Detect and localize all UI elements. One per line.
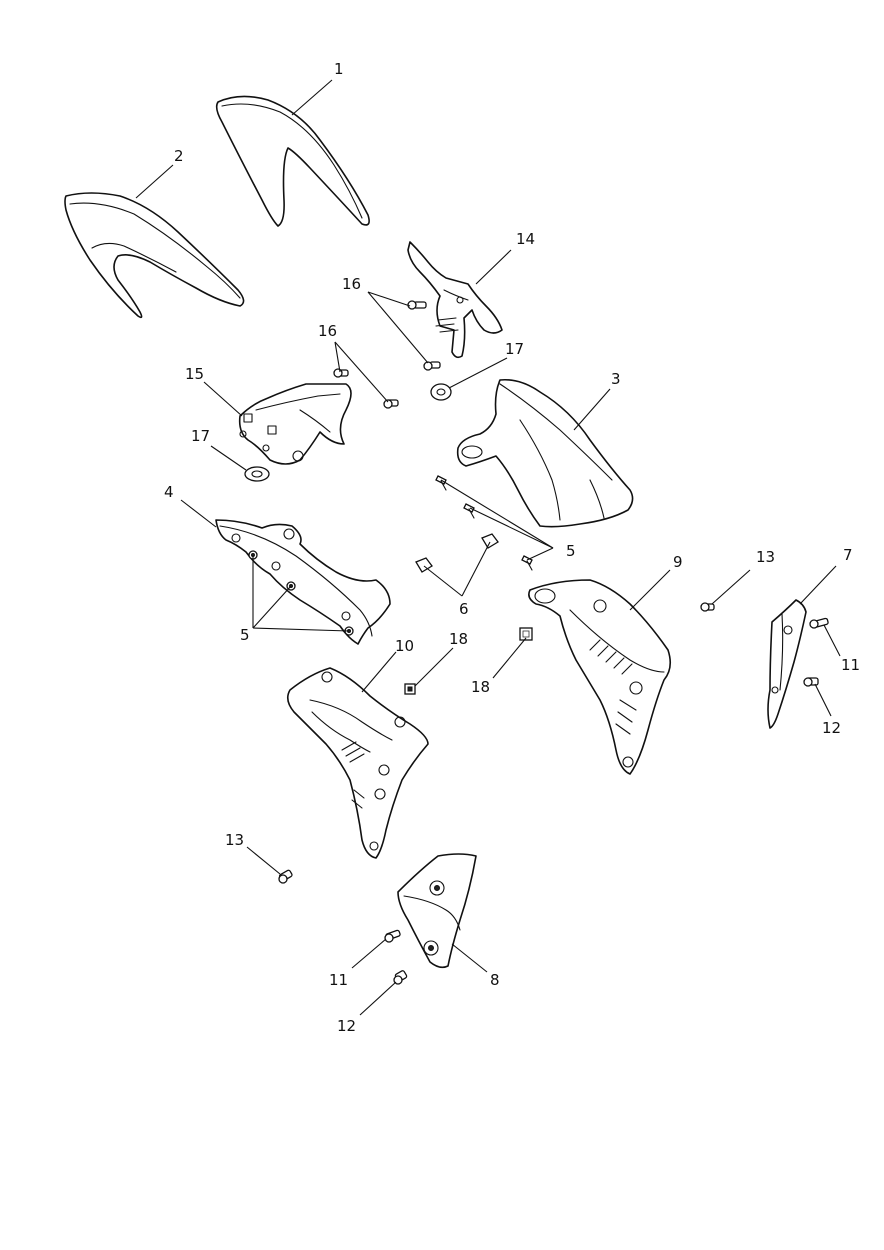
bolt-icon	[384, 929, 401, 943]
callout-12-left: 12	[337, 1017, 356, 1035]
screw-icon	[463, 503, 475, 519]
callout-1: 1	[334, 60, 344, 78]
clip-nut-icon	[404, 683, 416, 695]
callout-5-left: 5	[240, 626, 250, 644]
bolt-icon	[407, 300, 427, 310]
screw-icon	[700, 602, 715, 612]
callout-13-left: 13	[225, 831, 244, 849]
bolt-icon	[333, 368, 349, 378]
callout-12-right: 12	[822, 719, 841, 737]
part-8-bracket-plate	[397, 853, 477, 969]
callout-13-right: 13	[756, 548, 775, 566]
bolt-icon	[423, 361, 441, 371]
callout-2: 2	[174, 147, 184, 165]
callout-6: 6	[459, 600, 469, 618]
clip-nut-icon	[519, 627, 533, 641]
callout-15: 15	[185, 365, 204, 383]
part-18-clip-nuts	[404, 627, 533, 695]
part-14-mount-bracket	[407, 241, 503, 359]
callout-18-bottom: 18	[471, 678, 490, 696]
bolt-icon	[809, 617, 829, 629]
part-13-screws	[278, 602, 715, 884]
callout-11-right: 11	[841, 656, 860, 674]
grommet-icon	[244, 466, 270, 482]
callout-18-top: 18	[449, 630, 468, 648]
callout-16-top: 16	[342, 275, 361, 293]
screw-icon	[278, 869, 293, 884]
callout-4: 4	[164, 483, 174, 501]
callout-8: 8	[490, 971, 500, 989]
screw-icon	[435, 475, 447, 491]
part-10-frame-bracket	[286, 667, 429, 859]
part-1-fairing-trim	[215, 95, 370, 227]
callout-3: 3	[611, 370, 621, 388]
callout-17-left: 17	[191, 427, 210, 445]
callout-9: 9	[673, 553, 683, 571]
part-4-lower-panel	[215, 519, 391, 645]
callout-11-left: 11	[329, 971, 348, 989]
part-3-headlight-panel	[456, 378, 634, 528]
bolt-icon	[393, 970, 408, 985]
callout-14: 14	[516, 230, 535, 248]
grommet-icon	[430, 383, 452, 401]
bolt-icon	[383, 399, 399, 409]
callout-7: 7	[843, 546, 853, 564]
part-12-bolts	[393, 677, 819, 985]
part-7-side-bracket	[767, 599, 807, 729]
callout-labels: 1 2 3 4 5 5 6 7 8 9 10 11 11 12 12 13 13…	[164, 60, 860, 1035]
bolt-icon	[803, 677, 819, 687]
part-9-frame-bracket	[528, 579, 672, 775]
part-17-grommets	[244, 383, 452, 482]
callout-17-right: 17	[505, 340, 524, 358]
leader-lines	[135, 79, 841, 1016]
callout-16-middle: 16	[318, 322, 337, 340]
part-2-side-trim	[64, 192, 245, 319]
part-15-mount-bracket	[238, 383, 352, 465]
part-6-clips	[415, 533, 499, 573]
part-11-bolts	[384, 617, 829, 943]
callout-5-right: 5	[566, 542, 576, 560]
callout-10: 10	[395, 637, 414, 655]
